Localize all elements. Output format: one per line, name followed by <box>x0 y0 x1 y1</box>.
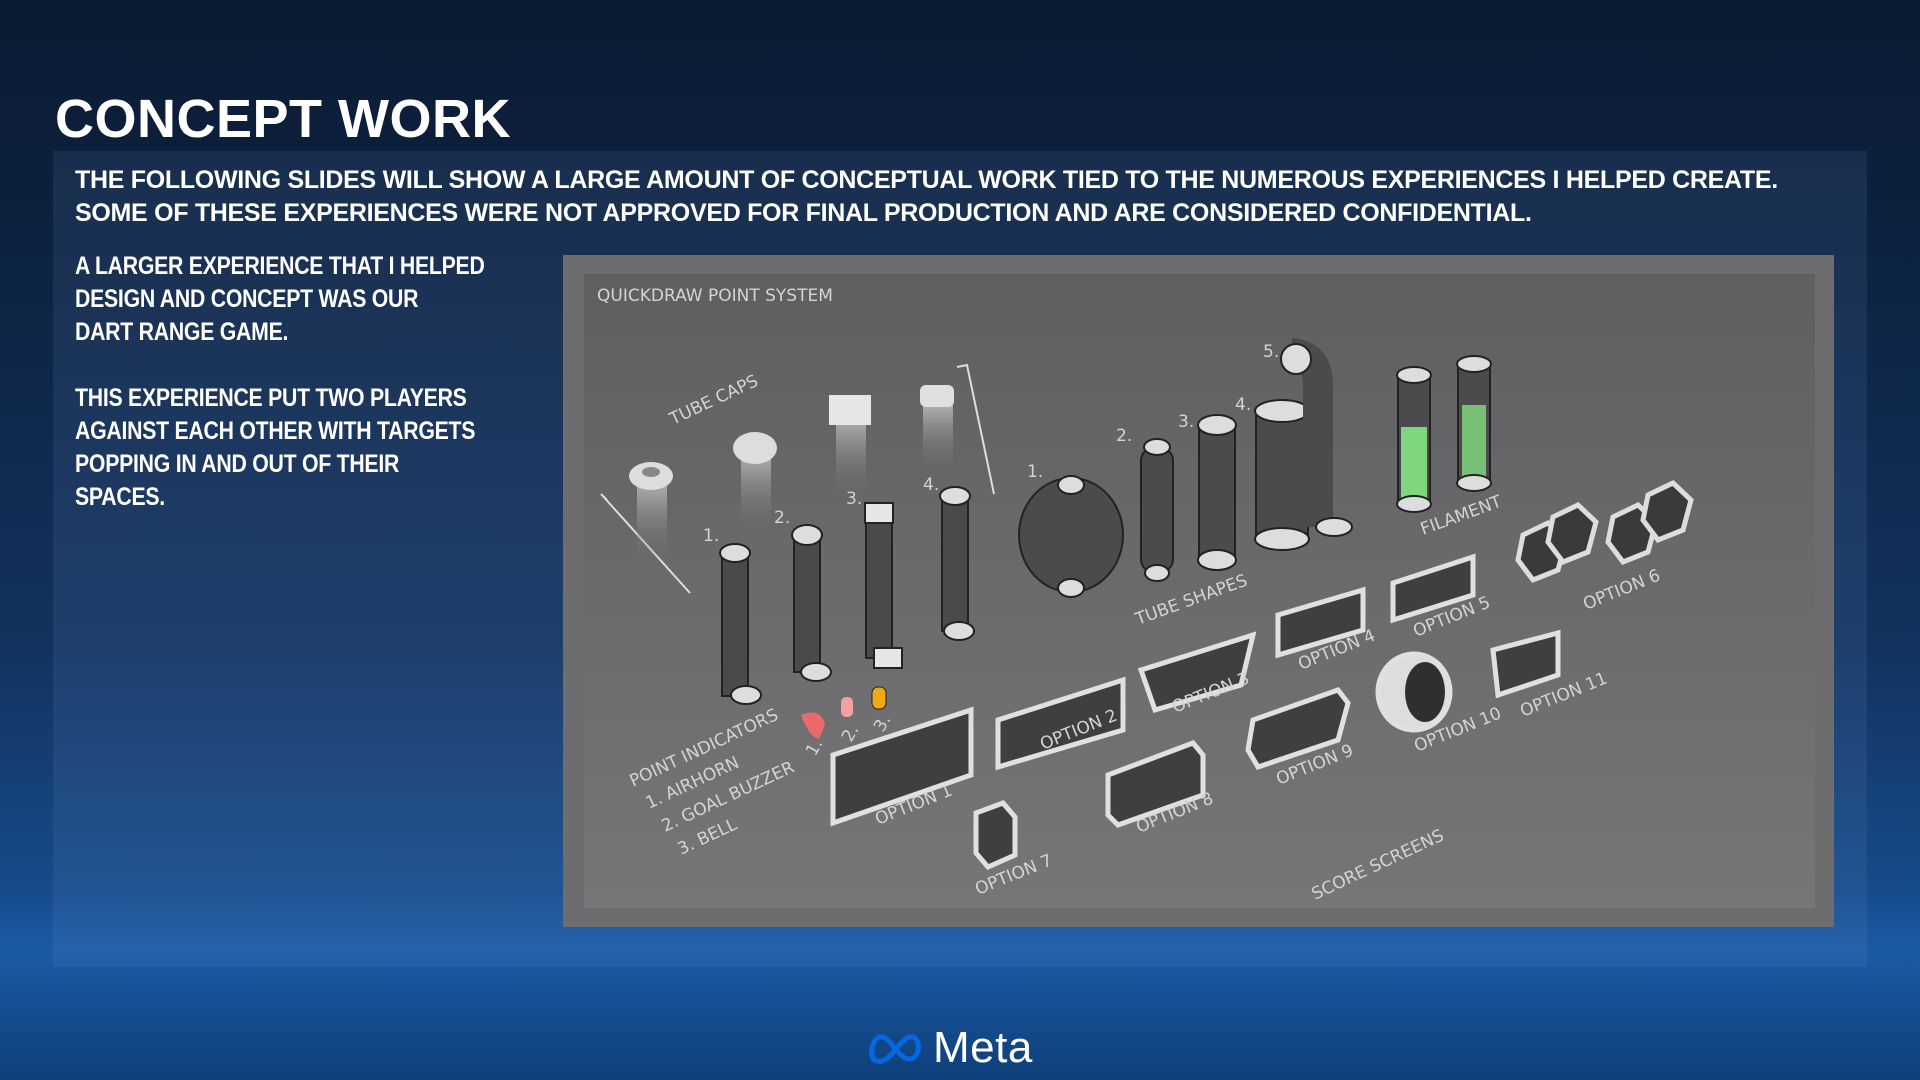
filament-tubes <box>1396 355 1492 513</box>
tube-shapes <box>1018 338 1353 598</box>
number-label: 1. <box>1027 462 1043 482</box>
concept-art-image: QUICKDRAW POINT SYSTEM TUBE CAPS 1. 2. 3… <box>563 255 1834 927</box>
inner-panel <box>584 274 1815 908</box>
tube-caps <box>629 385 954 561</box>
meta-logo: Meta <box>867 1023 1033 1072</box>
point-indicator-models <box>801 686 887 739</box>
number-label: 3. <box>846 489 862 509</box>
paragraph-1: A LARGER EXPERIENCE THAT I HELPED DESIGN… <box>75 250 485 349</box>
option-6-model <box>1515 480 1694 584</box>
meta-wordmark: Meta <box>933 1023 1033 1072</box>
bracket-right <box>956 363 995 495</box>
intro-text: THE FOLLOWING SLIDES WILL SHOW A LARGE A… <box>75 164 1778 230</box>
text-line: THIS EXPERIENCE PUT TWO PLAYERS <box>75 384 467 412</box>
meta-infinity-icon <box>869 1034 921 1064</box>
number-label: 4. <box>1235 395 1251 415</box>
paragraph-2: THIS EXPERIENCE PUT TWO PLAYERS AGAINST … <box>75 382 485 514</box>
airhorn-icon <box>801 712 825 739</box>
tubes <box>719 486 975 705</box>
text-line: A LARGER EXPERIENCE THAT I HELPED <box>75 252 485 280</box>
number-label: 2. <box>774 508 790 528</box>
number-label: 1. <box>703 526 719 546</box>
intro-line: THE FOLLOWING SLIDES WILL SHOW A LARGE A… <box>75 166 1778 194</box>
text-line: SPACES. <box>75 483 165 511</box>
art-heading: QUICKDRAW POINT SYSTEM <box>597 286 833 306</box>
page-title: CONCEPT WORK <box>55 89 511 149</box>
number-label: 2. <box>1116 426 1132 446</box>
number-label: 4. <box>923 475 939 495</box>
number-label: 5. <box>1263 342 1279 362</box>
number-label: 3. <box>1178 412 1194 432</box>
text-line: DESIGN AND CONCEPT WAS OUR <box>75 285 419 313</box>
concept-art-svg: QUICKDRAW POINT SYSTEM TUBE CAPS 1. 2. 3… <box>584 274 1815 908</box>
buzzer-icon <box>841 697 853 717</box>
description: A LARGER EXPERIENCE THAT I HELPED DESIGN… <box>75 250 485 547</box>
text-line: POPPING IN AND OUT OF THEIR <box>75 450 400 478</box>
bell-icon <box>871 686 887 710</box>
intro-line: SOME OF THESE EXPERIENCES WERE NOT APPRO… <box>75 199 1532 227</box>
score-screens <box>830 553 1561 871</box>
text-line: AGAINST EACH OTHER WITH TARGETS <box>75 417 476 445</box>
text-line: DART RANGE GAME. <box>75 318 289 346</box>
